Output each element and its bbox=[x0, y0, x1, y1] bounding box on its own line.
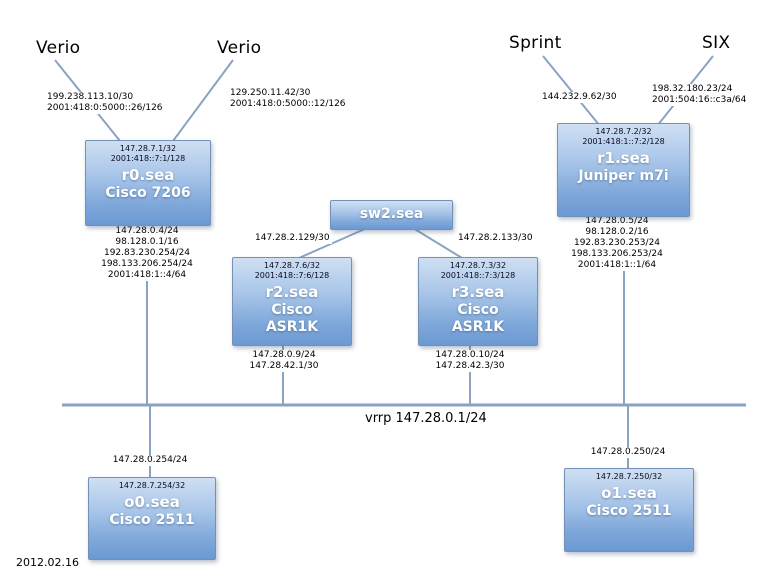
o0-uplink-address: 147.28.0.254/24 bbox=[110, 455, 190, 466]
diagram-date: 2012.02.16 bbox=[16, 556, 79, 569]
r1-model: Juniper m7i bbox=[578, 168, 669, 184]
r1-name: r1.sea bbox=[597, 149, 650, 167]
node-o0: 147.28.7.254/32 o0.sea Cisco 2511 bbox=[88, 477, 216, 560]
o1-uplink-address: 147.28.0.250/24 bbox=[588, 447, 668, 458]
link-sw2-r3 bbox=[412, 227, 463, 259]
node-sw2: sw2.sea bbox=[330, 200, 453, 230]
provider-six: SIX bbox=[702, 33, 731, 53]
r3-name: r3.sea bbox=[451, 283, 505, 301]
o1-model: Cisco 2511 bbox=[586, 503, 672, 519]
r0-model: Cisco 7206 bbox=[105, 185, 191, 201]
vrrp-bus-label: vrrp 147.28.0.1/24 bbox=[365, 411, 487, 426]
node-o1: 147.28.7.250/32 o1.sea Cisco 2511 bbox=[564, 468, 694, 552]
o0-loopback-addresses: 147.28.7.254/32 bbox=[118, 481, 186, 490]
r0-name: r0.sea bbox=[121, 166, 175, 184]
sprint-link-addresses: 144.232.9.62/30 bbox=[540, 92, 619, 103]
sw2-name: sw2.sea bbox=[359, 206, 424, 222]
sw2-r2-link-address: 147.28.2.129/30 bbox=[253, 233, 332, 244]
link-sw2-r2 bbox=[298, 227, 368, 259]
provider-verio-1: Verio bbox=[36, 38, 81, 58]
o1-name: o1.sea bbox=[601, 484, 657, 502]
link-verio2-r0 bbox=[172, 59, 234, 142]
o1-loopback-addresses: 147.28.7.250/32 bbox=[595, 472, 663, 481]
link-sprint-r1 bbox=[542, 55, 601, 127]
sw2-r3-link-address: 147.28.2.133/30 bbox=[456, 233, 535, 244]
o0-name: o0.sea bbox=[124, 493, 180, 511]
r2-name: r2.sea bbox=[265, 283, 319, 301]
provider-verio-2: Verio bbox=[217, 38, 262, 58]
provider-sprint: Sprint bbox=[509, 33, 562, 53]
o0-model: Cisco 2511 bbox=[109, 512, 195, 528]
